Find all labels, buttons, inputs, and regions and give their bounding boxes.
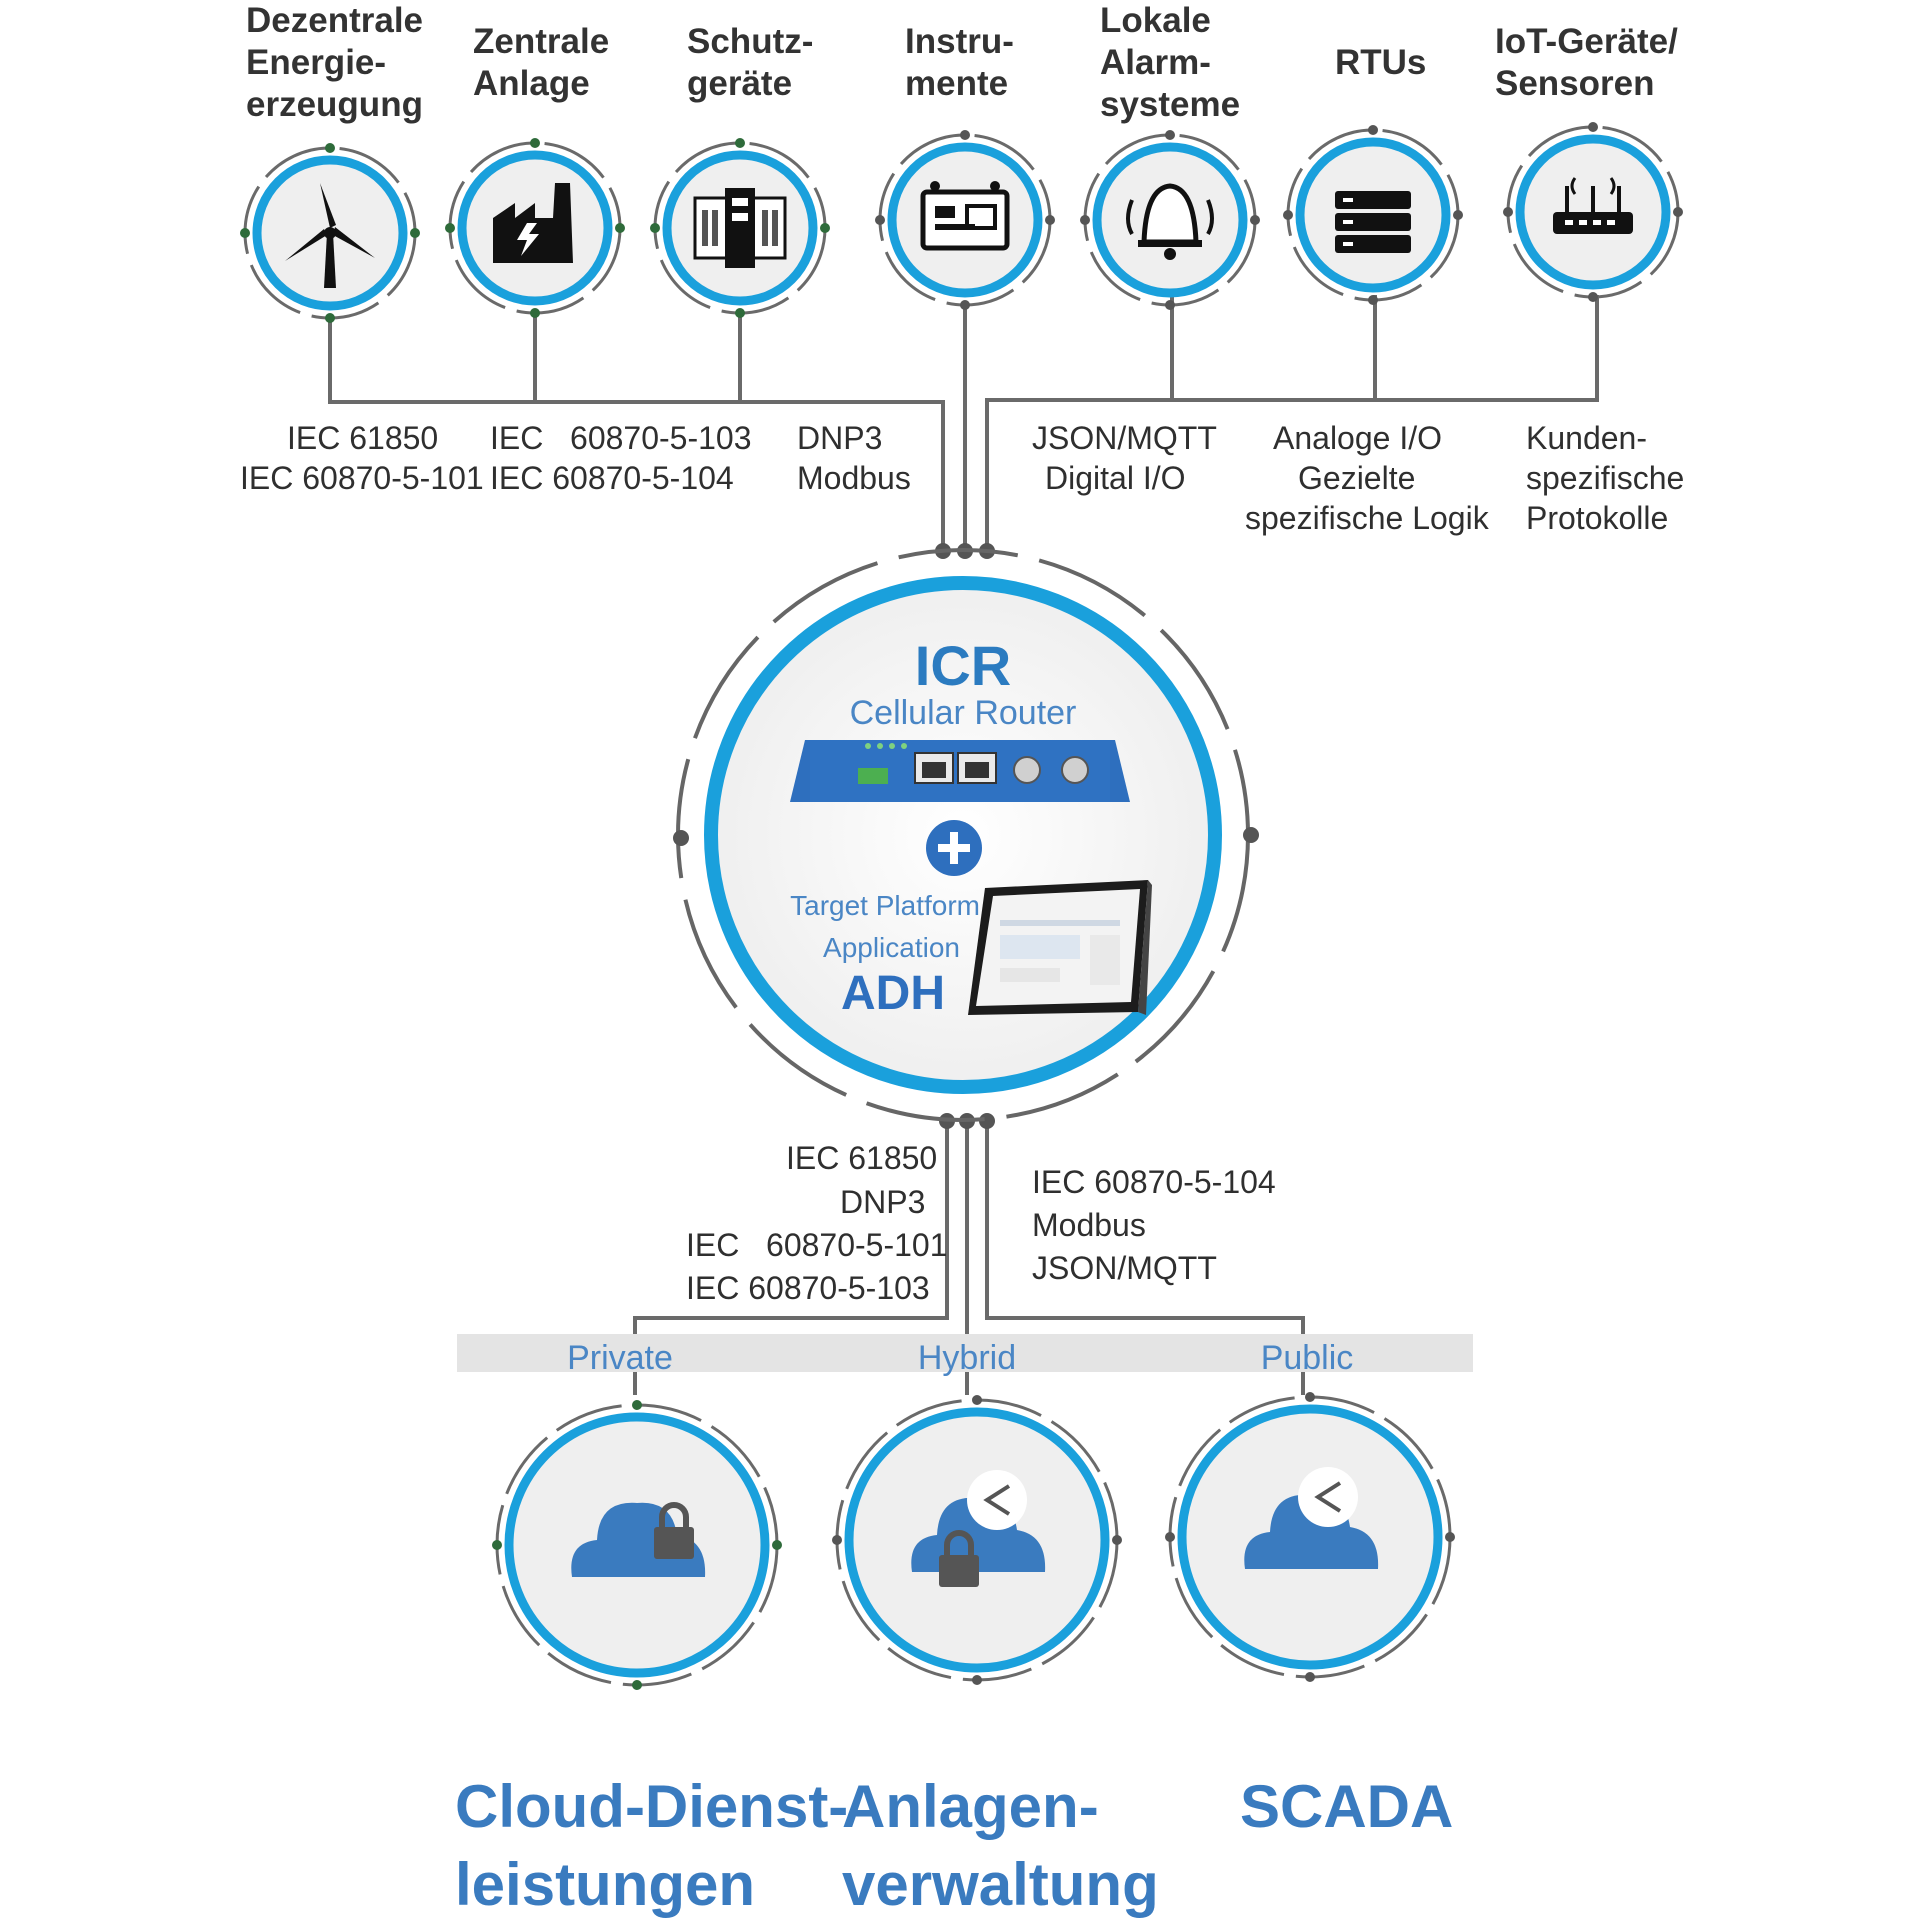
protocol-label: Protokolle — [1526, 500, 1669, 536]
device-title-zentrale: Zentrale Anlage — [473, 22, 610, 103]
protocol-label: Digital I/O — [1045, 460, 1186, 496]
app-name: ADH — [841, 967, 945, 1020]
output-title-scada: SCADA — [1240, 1773, 1454, 1840]
protocol-label: IEC 60870-5-101 — [686, 1227, 948, 1263]
protocol-label: IEC 60870-5-104 — [1032, 1164, 1276, 1200]
tier-hybrid: Hybrid — [917, 1339, 1017, 1377]
cloud-lock-icon — [571, 1502, 706, 1577]
protocol-label: IEC 60870-5-101 — [240, 460, 484, 496]
app-line-2: Application — [823, 932, 960, 963]
protocol-label: Analoge I/O — [1273, 420, 1442, 456]
output-circles — [492, 1392, 1455, 1690]
protocol-label: Gezielte — [1298, 460, 1416, 496]
device-node — [1503, 122, 1683, 302]
output-node — [1165, 1392, 1455, 1682]
power-plant-icon — [493, 183, 573, 263]
cloud-tier-band — [457, 1334, 1473, 1372]
router-device-image — [790, 740, 1130, 802]
iot-router-icon — [1553, 177, 1633, 234]
device-node — [1080, 130, 1260, 310]
protection-device-icon — [693, 188, 787, 268]
upper-connectors — [328, 295, 1599, 548]
tier-private: Private — [567, 1339, 673, 1377]
tier-public: Public — [1260, 1339, 1354, 1377]
icr-title: ICR — [914, 634, 1012, 697]
cloud-share-icon — [1244, 1467, 1379, 1569]
device-title-iot: IoT-Geräte/ Sensoren — [1495, 22, 1678, 103]
output-node — [832, 1395, 1122, 1685]
output-title-cloud: Cloud-Dienst- leistungen — [455, 1773, 849, 1918]
app-line-1: Target Platform — [790, 890, 980, 921]
device-node — [445, 138, 625, 318]
cloud-share-lock-icon — [911, 1470, 1046, 1587]
protocol-label: spezifische Logik — [1245, 500, 1489, 536]
alarm-bell-icon — [1126, 183, 1214, 260]
icr-subtitle: Cellular Router — [849, 694, 1077, 732]
output-title-anlagen: Anlagen- verwaltung — [842, 1773, 1159, 1918]
protocol-label: IEC 61850 — [786, 1140, 938, 1176]
device-title-instrumente: Instru- mente — [905, 22, 1014, 103]
protocol-label: IEC 60870-5-103 — [686, 1270, 930, 1306]
protocol-label: Kunden- — [1526, 420, 1647, 456]
device-title-rtus: RTUs — [1335, 43, 1427, 82]
protocol-label: IEC 60870-5-103 — [490, 420, 752, 456]
protocol-label: IEC 61850 — [287, 420, 439, 456]
protocol-label: DNP3 — [840, 1184, 926, 1220]
protocol-label: spezifische — [1526, 460, 1685, 496]
protocol-label: DNP3 — [797, 420, 883, 456]
protocol-label: JSON/MQTT — [1032, 1250, 1217, 1286]
protocol-label: Modbus — [797, 460, 911, 496]
protocol-label: IEC 60870-5-104 — [490, 460, 734, 496]
device-node — [875, 130, 1055, 310]
tablet-image — [968, 880, 1152, 1015]
protocol-label: Modbus — [1032, 1207, 1146, 1243]
instrument-icon — [920, 181, 1010, 251]
output-node — [492, 1400, 782, 1690]
plus-icon — [926, 820, 982, 876]
device-title-schutz: Schutz- geräte — [687, 22, 814, 103]
rtu-server-icon — [1335, 191, 1411, 253]
protocol-label: JSON/MQTT — [1032, 420, 1217, 456]
device-node — [240, 143, 420, 323]
device-node — [1283, 125, 1463, 305]
device-node — [650, 138, 830, 318]
device-circles — [240, 122, 1683, 323]
device-title-dezentrale: Dezentrale Energie- erzeugung — [246, 1, 424, 124]
wind-turbine-icon — [285, 183, 375, 288]
device-title-alarm: Lokale Alarm- systeme — [1100, 1, 1241, 124]
